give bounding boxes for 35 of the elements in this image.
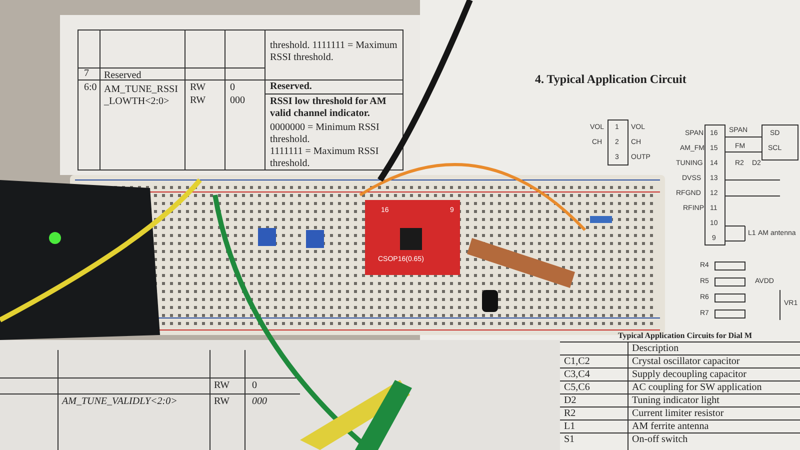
register-description: 0000000 = Minimum RSSI threshold. bbox=[270, 122, 380, 146]
table-caption: Typical Application Circuits for Dial M bbox=[618, 331, 752, 341]
register-bit: 6:0 bbox=[84, 82, 97, 94]
part-designator: S1 bbox=[564, 434, 575, 446]
register-description: RSSI low threshold for AM valid channel indicator. bbox=[270, 96, 388, 120]
access-type: RW bbox=[214, 380, 230, 392]
part-designator: L1 bbox=[564, 421, 576, 433]
part-description: AC coupling for SW application bbox=[632, 382, 762, 394]
register-description: 1111111 = Maximum RSSI threshold. bbox=[270, 146, 380, 170]
default-value: 0 bbox=[252, 380, 257, 392]
part-designator: C1,C2 bbox=[564, 356, 590, 368]
default-value: 0 bbox=[230, 82, 235, 94]
part-description: AM ferrite antenna bbox=[632, 421, 709, 433]
part-description: Supply decoupling capacitor bbox=[632, 369, 746, 381]
part-designator: R2 bbox=[564, 408, 576, 420]
part-designator: C5,C6 bbox=[564, 382, 590, 394]
default-value: 000 bbox=[252, 396, 267, 408]
section-heading: 4. Typical Application Circuit bbox=[535, 72, 686, 86]
part-description: Current limiter resistor bbox=[632, 408, 724, 420]
register-name: Reserved bbox=[104, 70, 142, 82]
register-name: AM_TUNE_VALIDLY<2:0> bbox=[62, 396, 178, 408]
column-header: Description bbox=[632, 343, 679, 355]
part-description: On-off switch bbox=[632, 434, 688, 446]
register-description: threshold. 1111111 = Maximum RSSI threshold. bbox=[270, 40, 398, 64]
part-description: Tuning indicator light bbox=[632, 395, 720, 407]
access-type: RW bbox=[190, 95, 206, 107]
part-designator: D2 bbox=[564, 395, 576, 407]
part-description: Crystal oscillator capacitor bbox=[632, 356, 740, 368]
part-designator: C3,C4 bbox=[564, 369, 590, 381]
register-description: Reserved. bbox=[270, 81, 312, 93]
default-value: 000 bbox=[230, 95, 245, 107]
access-type: RW bbox=[214, 396, 230, 408]
access-type: RW bbox=[190, 82, 206, 94]
register-name: AM_TUNE_RSSI_LOWTH<2:0> bbox=[104, 84, 179, 108]
register-bit: 7 bbox=[84, 68, 89, 80]
